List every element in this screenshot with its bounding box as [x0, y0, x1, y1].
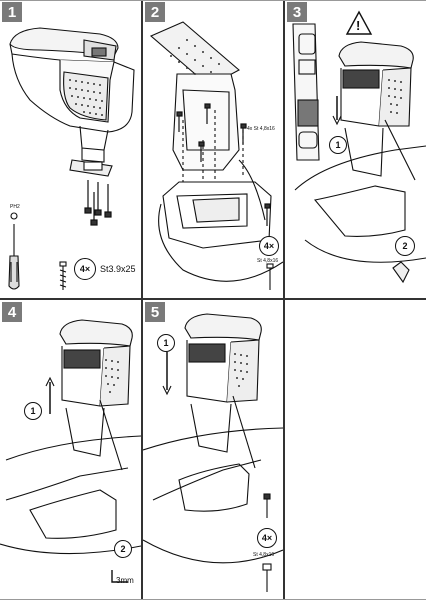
- step-number-badge: 4: [2, 302, 22, 322]
- quantity-badge: 4×: [257, 528, 277, 548]
- callout-1-badge: 1: [157, 334, 175, 352]
- quantity-badge: 4×: [259, 236, 279, 256]
- grid-divider-h: [0, 298, 426, 300]
- callout-2-badge: 2: [114, 540, 132, 558]
- step-number-badge: 2: [145, 2, 165, 22]
- step-3-panel: 3: [285, 0, 426, 298]
- mounting-bracket-drawing: [149, 21, 283, 290]
- grid-divider-v1: [141, 0, 143, 600]
- callout-1-badge: 1: [24, 402, 42, 420]
- callout-1-badge: 1: [329, 136, 347, 154]
- step-number-badge: 1: [2, 2, 22, 22]
- quantity-badge: 4×: [74, 258, 96, 280]
- screw-spec-label: St3.9x25: [100, 264, 136, 274]
- step-number-badge: 5: [145, 302, 165, 322]
- washer-label: PH2: [10, 204, 20, 210]
- step-2-panel: 2: [143, 0, 283, 298]
- armrest-lower-drawing: [143, 313, 283, 592]
- outer-border-top: [0, 0, 426, 1]
- step-number-badge: 3: [287, 2, 307, 22]
- step-4-panel: 4 1: [0, 300, 141, 600]
- empty-panel: [285, 300, 426, 600]
- callout-2-badge: 2: [395, 236, 415, 256]
- step-1-panel: 1: [0, 0, 141, 298]
- warning-symbol: !: [356, 18, 361, 33]
- grid-divider-v2: [283, 0, 285, 600]
- screw-spec-label: St 4,8x16: [253, 552, 275, 558]
- armrest-exploded-drawing: [8, 27, 135, 290]
- screw-spec-label: St 4,8x16: [257, 258, 279, 264]
- hex-key-size-label: 3mm: [116, 576, 134, 585]
- step-5-panel: 5: [143, 300, 283, 600]
- console-install-drawing: [292, 10, 426, 284]
- screw-callout-label: 4x St 4,8x16: [247, 126, 275, 132]
- armrest-lift-drawing: [0, 319, 141, 583]
